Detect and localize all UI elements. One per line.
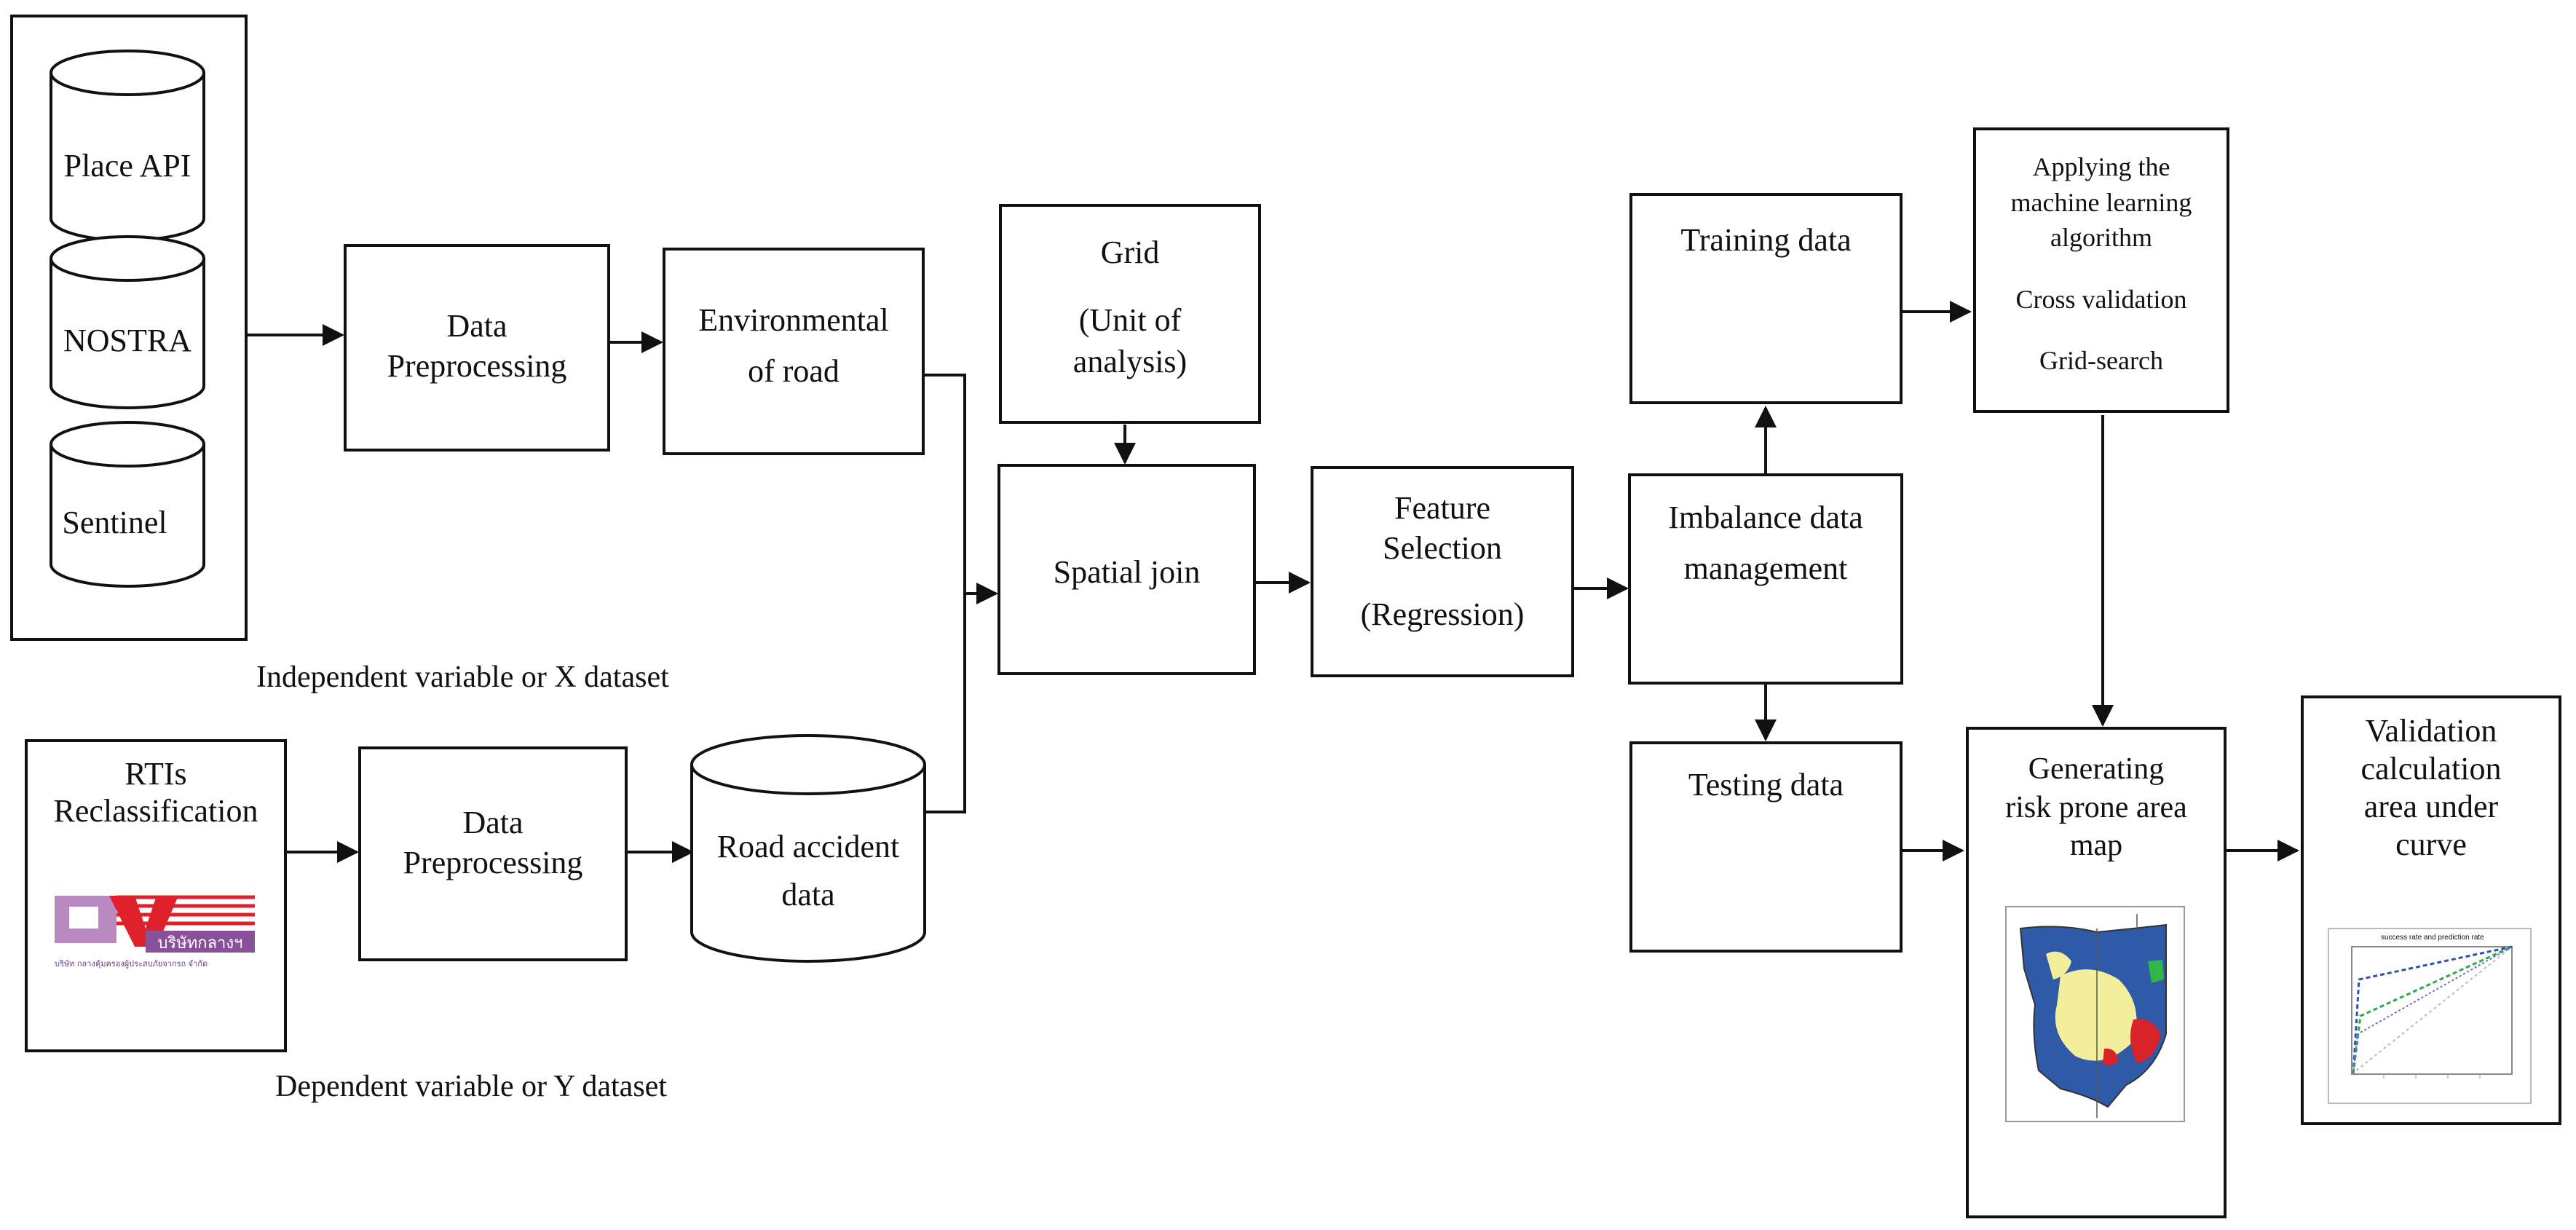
arrow-env-to-spatial <box>923 374 998 604</box>
road-accident-label: Road accident data <box>716 829 900 912</box>
data-preprocessing-bottom-box <box>358 746 628 961</box>
data-preprocessing-top-label: Data Preprocessing <box>387 308 567 384</box>
logo-caption: บริษัท กลางคุ้มครองผู้ประสบภัยจากรถ จำกั… <box>55 959 208 969</box>
spatial-join-label: Spatial join <box>1053 554 1201 590</box>
rtis-label: RTIs Reclassification <box>53 756 258 829</box>
machine-learning-box <box>1973 127 2229 413</box>
dependent-variable-label: Dependent variable or Y dataset <box>275 1070 667 1103</box>
place-api-label: Place API <box>63 148 191 184</box>
testing-data-label: Testing data <box>1688 767 1844 803</box>
nostra-cylinder-icon <box>50 235 205 409</box>
roc-chart-title: success rate and prediction rate <box>2381 934 2484 942</box>
machine-learning-label: Applying the machine learning algorithm … <box>2010 152 2192 376</box>
environmental-of-road-box <box>663 248 925 455</box>
grid-label: Grid (Unit of analysis) <box>1072 234 1188 380</box>
arrow-accident-to-spatial <box>919 594 966 813</box>
spatial-join-box <box>997 464 1256 675</box>
training-data-label: Training data <box>1680 222 1852 258</box>
imbalance-data-box <box>1628 473 1903 685</box>
data-preprocessing-top-box <box>344 244 610 452</box>
grid-box <box>999 204 1261 424</box>
data-preprocessing-bottom-label: Data Preprocessing <box>403 805 583 880</box>
independent-variable-label: Independent variable or X dataset <box>256 661 669 694</box>
environmental-of-road-label: Environmental of road <box>698 302 889 390</box>
risk-map-label: Generating risk prone area map <box>2005 752 2187 862</box>
imbalance-data-label: Imbalance data management <box>1668 500 1863 587</box>
sentinel-label: Sentinel <box>62 505 167 540</box>
road-accident-cylinder-icon <box>690 734 926 963</box>
nostra-label: NOSTRA <box>63 323 192 358</box>
feature-selection-box <box>1311 466 1574 677</box>
place-api-cylinder-icon <box>50 50 205 242</box>
svg-text:บริษัทกลางฯ: บริษัทกลางฯ <box>157 934 242 953</box>
testing-data-box <box>1629 741 1903 953</box>
feature-selection-label: Feature Selection (Regression) <box>1360 490 1525 632</box>
validation-label: Validation calculation area under curve <box>2360 713 2502 862</box>
training-data-box <box>1629 193 1903 404</box>
sentinel-cylinder-icon <box>50 421 205 588</box>
